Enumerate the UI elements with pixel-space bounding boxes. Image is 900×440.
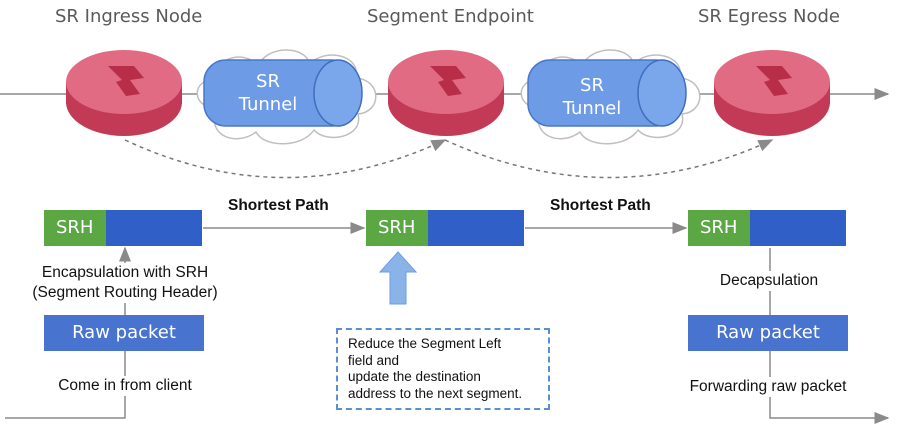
raw-packet-ingress: Raw packet — [44, 315, 204, 351]
note-line: update the destination — [348, 369, 481, 384]
tunnel-line2: Tunnel — [238, 94, 298, 115]
shortest-path-label-left: Shortest Path — [228, 197, 329, 214]
srh-header: SRH — [366, 210, 428, 246]
encapsulation-line1: Encapsulation with SRH — [41, 264, 209, 281]
tunnel-line1: SR — [580, 75, 604, 96]
tunnel-label-left: SR Tunnel — [208, 70, 328, 116]
note-line: address to the next segment. — [348, 385, 523, 401]
srh-header: SRH — [44, 210, 106, 246]
ingress-vertical-line — [5, 246, 131, 419]
srh-header: SRH — [688, 210, 750, 246]
decapsulation-label: Decapsulation — [706, 271, 832, 291]
shortest-path-label-right: Shortest Path — [550, 197, 651, 214]
come-in-label: Come in from client — [40, 376, 210, 396]
note-line: Reduce the Segment Left — [348, 336, 502, 351]
tunnel-line2: Tunnel — [562, 98, 622, 119]
packet-payload — [106, 210, 202, 246]
egress-node-title: SR Egress Node — [698, 6, 840, 27]
ingress-node-title: SR Ingress Node — [55, 6, 203, 27]
note-line: field and — [348, 352, 400, 368]
endpoint-node-title: Segment Endpoint — [367, 6, 534, 27]
tunnel-cloud-left — [196, 49, 377, 145]
srh-packet-endpoint: SRH — [366, 210, 524, 246]
srh-packet-egress: SRH — [688, 210, 846, 246]
up-arrow-icon — [378, 251, 418, 305]
tunnel-cloud-right — [520, 49, 701, 145]
endpoint-note-box: Reduce the Segment Left field and update… — [336, 328, 550, 410]
encapsulation-label: Encapsulation with SRH (Segment Routing … — [12, 263, 238, 303]
raw-packet-egress: Raw packet — [688, 315, 848, 351]
srh-packet-ingress: SRH — [44, 210, 202, 246]
encapsulation-line2: (Segment Routing Header) — [32, 284, 218, 301]
endpoint-router-icon — [388, 50, 504, 136]
tunnel-label-right: SR Tunnel — [532, 74, 652, 120]
ingress-router-icon — [66, 50, 182, 136]
packet-payload — [428, 210, 524, 246]
tunnel-line1: SR — [256, 71, 280, 92]
dashed-arc-right — [444, 139, 774, 179]
egress-vertical-line — [769, 248, 890, 424]
forwarding-label: Forwarding raw packet — [676, 377, 860, 397]
egress-router-icon — [714, 50, 830, 136]
packet-payload — [750, 210, 846, 246]
